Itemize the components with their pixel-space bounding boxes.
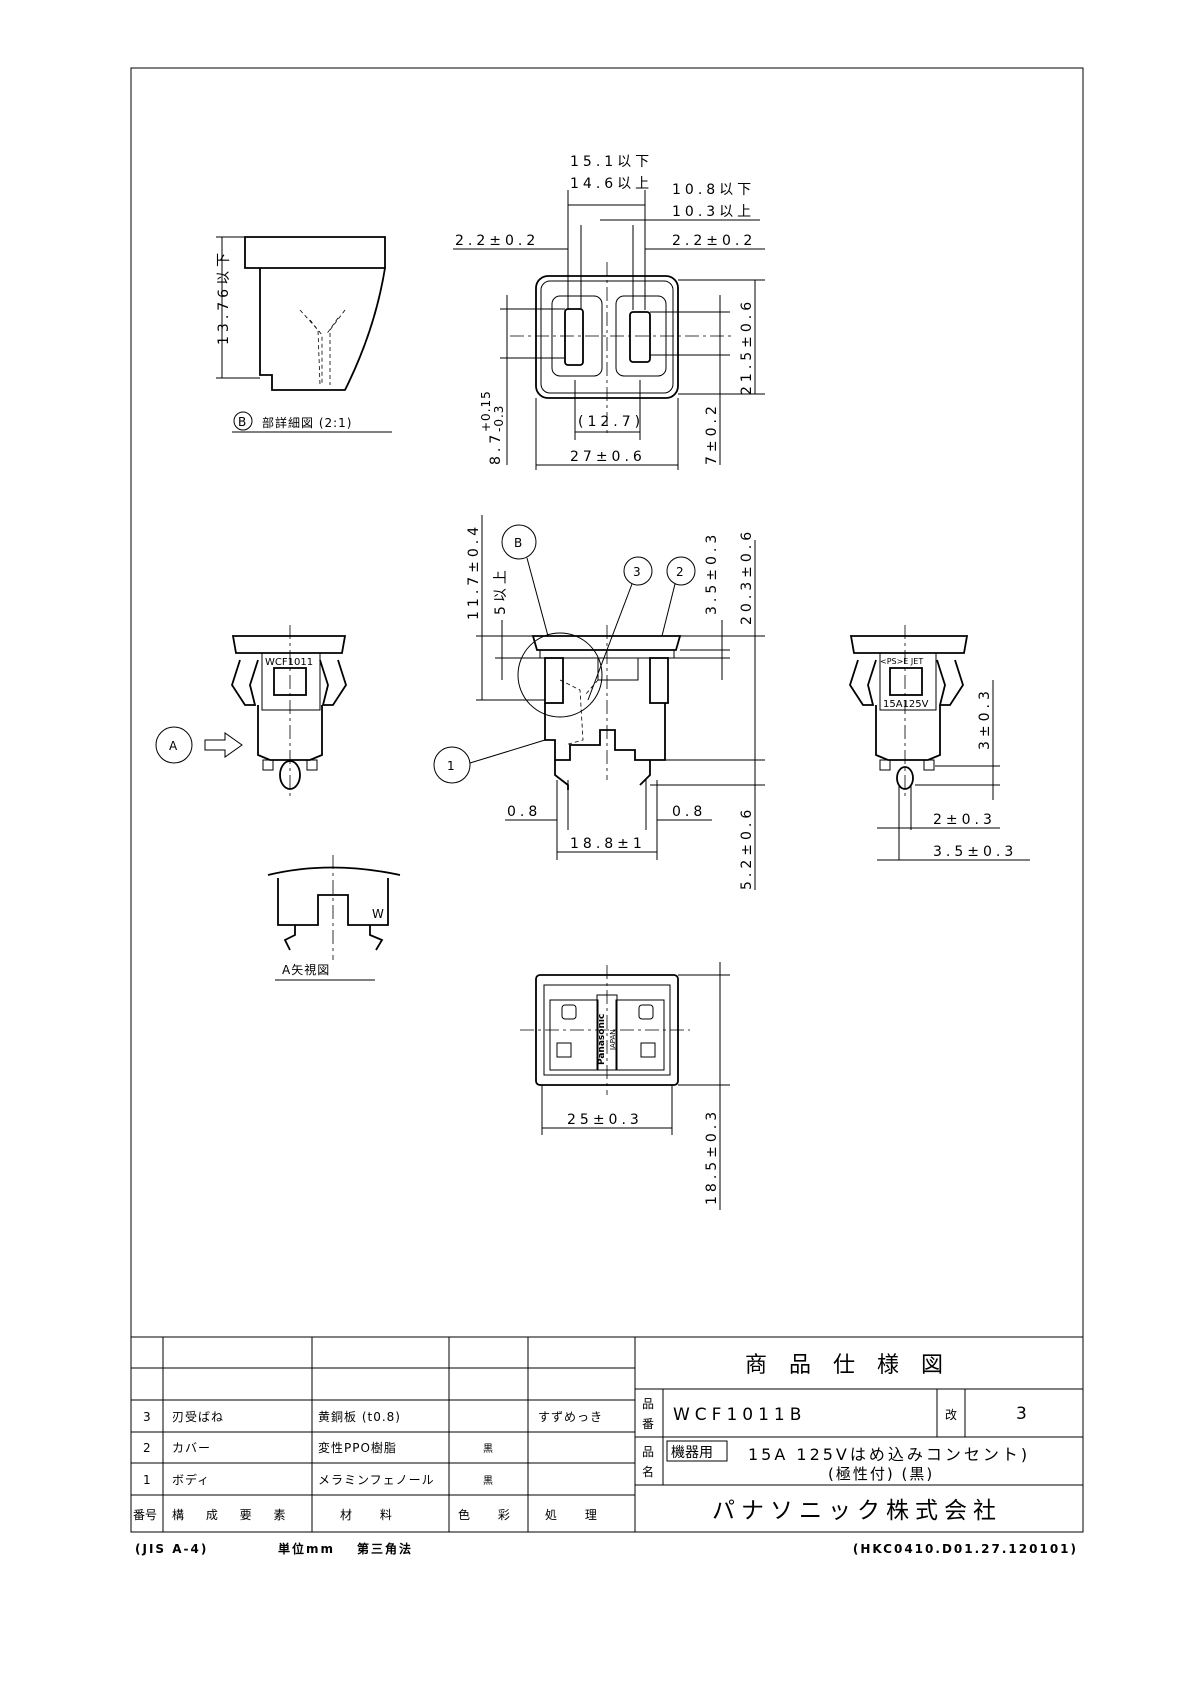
callout-a: A: [169, 739, 178, 753]
callout-1: 1: [447, 759, 456, 773]
header-material: 材 料: [340, 1508, 404, 1522]
row-no: 1: [143, 1473, 152, 1487]
dim-detail-height: 13.76以下: [216, 249, 232, 345]
dim-slot-tolerance-plus: +0.15: [479, 390, 493, 432]
product-name: 15A 125Vはめ込みコンセント): [748, 1445, 1030, 1464]
row-material: 変性PPO樹脂: [318, 1440, 397, 1455]
dim-slot-tolerance-minus: -0.3: [492, 405, 506, 432]
right-side-view: <PS>E JET 15A125V 3±0.3 2±0.3 3.5±0.3: [849, 625, 1030, 861]
dim-25: 25±0.3: [567, 1112, 643, 1128]
callout-b-detail: B: [238, 415, 247, 429]
detail-b-caption: 部詳細図 (2:1): [262, 415, 353, 430]
revision-label: 改: [945, 1408, 958, 1422]
category-badge: 機器用: [671, 1445, 713, 1461]
part-no-label: 品: [642, 1397, 655, 1411]
table-row: 3 刃受ばね 黄銅板 (t0.8) すずめっき: [143, 1410, 603, 1424]
dim-2: 2±0.3: [933, 812, 996, 828]
drawing-title: 商品仕様図: [745, 1353, 965, 1378]
company-name: パナソニック株式会社: [712, 1498, 1002, 1524]
callout-3: 3: [633, 565, 642, 579]
brand-marking: Panasonic: [597, 1014, 607, 1065]
callout-b: B: [514, 536, 523, 550]
dim-10-3-min: 10.3以上: [672, 204, 755, 220]
dim-15-1-max: 15.1以下: [570, 154, 653, 170]
dim-10-8-max: 10.8以下: [672, 182, 755, 198]
left-side-view: WCF1011 A: [155, 625, 347, 800]
dim-height-21-5: 21.5±0.6: [739, 298, 755, 395]
dim-14-6-min: 14.6以上: [570, 176, 653, 192]
row-material: メラミンフェノール: [318, 1473, 435, 1487]
header-color: 色 彩: [458, 1508, 522, 1522]
view-arrow-icon: [204, 732, 243, 758]
table-header: 番号 構 成 要 素 材 料 色 彩 処 理: [133, 1508, 609, 1522]
dim-7: 7±0.2: [704, 402, 720, 465]
header-no: 番号: [133, 1508, 157, 1522]
dim-11-7: 11.7±0.4: [466, 523, 482, 620]
revision-number: 3: [1016, 1404, 1032, 1424]
table-row: 1 ボディ メラミンフェノール 黒: [143, 1472, 494, 1487]
certification-marking: <PS>E JET: [880, 657, 923, 666]
model-marking: WCF1011: [265, 657, 313, 668]
a-arrow-view: W A矢視図: [267, 855, 401, 981]
dim-slot-length: 8.7: [488, 431, 504, 465]
dim-18-5: 18.5±0.3: [704, 1108, 720, 1205]
dim-0-8-right: 0.8: [672, 804, 706, 820]
side-section-view: B 3 2 1 11.7±0.4 5以上 3.5±0.3 20.3±0.6 5.…: [433, 515, 765, 890]
unit-note: 単位mm: [278, 1541, 335, 1556]
rating-marking: 15A125V: [883, 699, 929, 710]
projection-note: 第三角法: [357, 1541, 413, 1556]
dim-0-8-left: 0.8: [507, 804, 541, 820]
callout-2: 2: [676, 565, 685, 579]
parts-table: 3 刃受ばね 黄銅板 (t0.8) すずめっき 2 カバー 変性PPO樹脂 黒 …: [131, 1336, 1083, 1532]
row-name: ボディ: [172, 1472, 210, 1487]
part-number: WCF1011B: [673, 1405, 806, 1425]
row-no: 3: [143, 1410, 152, 1424]
dim-5-2: 5.2±0.6: [739, 806, 755, 890]
product-name-label: 名: [642, 1464, 655, 1479]
callout-w: W: [372, 907, 385, 921]
row-finish: すずめっき: [538, 1410, 603, 1424]
dim-3-5-right: 3.5±0.3: [933, 844, 1017, 860]
paper-standard: (JIS A-4): [135, 1542, 208, 1556]
dim-width-27: 27±0.6: [570, 449, 646, 465]
dim-pitch-12-7: (12.7): [578, 414, 644, 430]
row-color: 黒: [483, 1475, 494, 1487]
product-name-label: 品: [642, 1445, 655, 1459]
sheet-frame: [130, 67, 1084, 1533]
detail-b-view: 13.76以下 B 部詳細図 (2:1): [216, 236, 392, 433]
front-view: 15.1以下 14.6以上 10.8以下 10.3以上 2.2±0.2 2.2±…: [453, 154, 765, 470]
header-name: 構 成 要 素: [172, 1508, 294, 1522]
dim-5-min: 5以上: [493, 566, 509, 615]
origin-marking: JAPAN: [609, 1029, 617, 1051]
row-no: 2: [143, 1441, 152, 1455]
document-code: (HKC0410.D01.27.120101): [853, 1542, 1078, 1556]
row-color: 黒: [483, 1443, 494, 1455]
part-no-label: 番: [642, 1417, 655, 1431]
dim-18-8: 18.8±1: [570, 836, 646, 852]
header-finish: 処 理: [545, 1508, 609, 1522]
dim-blade-width-right: 2.2±0.2: [672, 233, 756, 249]
row-material: 黄銅板 (t0.8): [318, 1410, 401, 1424]
dim-3-5: 3.5±0.3: [704, 531, 720, 615]
title-block: 商品仕様図 品 番 WCF1011B 改 3 品 名 機器用 15A 125Vは…: [635, 1353, 1083, 1524]
row-name: 刃受ばね: [172, 1410, 224, 1424]
dim-20-3: 20.3±0.6: [739, 528, 755, 625]
dim-3: 3±0.3: [977, 687, 993, 750]
row-name: カバー: [172, 1441, 211, 1455]
bottom-view: Panasonic JAPAN 25±0.3 18.5±0.3: [520, 962, 730, 1210]
product-name-suffix: (極性付) (黒): [828, 1465, 934, 1483]
a-view-caption: A矢視図: [282, 962, 330, 977]
table-row: 2 カバー 変性PPO樹脂 黒: [143, 1440, 494, 1455]
dim-blade-width-left: 2.2±0.2: [455, 233, 539, 249]
